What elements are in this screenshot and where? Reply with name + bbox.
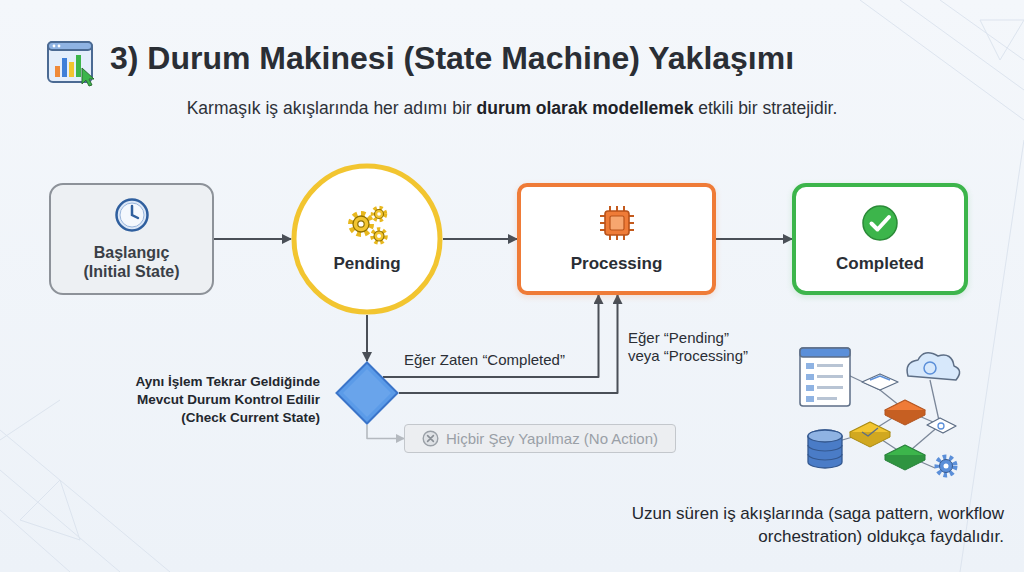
subtitle-text: etkili bir stratejidir. [698,98,837,118]
decision-diamond: Aynı İşlem Tekrar Geldiğinde Mevcut Duru… [335,361,399,425]
subtitle-line: Karmaşık iş akışlarında her adımı birdur… [0,98,1024,119]
check-icon [861,204,899,242]
subtitle-text: durum olarak modellemek [477,98,694,118]
pending-state-circle: Pending [291,163,443,315]
decision-diamond-outline [335,361,399,425]
state-label: Completed [836,254,924,274]
completed-state-box: Completed [792,183,968,295]
decision-label: Aynı İşlem Tekrar Geldiğinde Mevcut Duru… [120,373,320,427]
node-content: Processing [521,187,712,291]
node-content: Completed [796,187,964,291]
flow-arrow [443,238,517,240]
processing-state-box: Processing [517,183,716,295]
flow-arrow [716,238,792,240]
state-label: Başlangıç (Initial State) [74,243,189,281]
clock-icon [114,197,150,233]
state-circle-outline [291,163,443,315]
state-label: Pending [333,254,400,274]
node-content: Başlangıç (Initial State) [51,185,212,293]
cancel-icon [422,430,439,447]
title-icon [48,42,94,86]
caption-text: Uzun süren iş akışlarında (saga pattern,… [609,502,1004,548]
flow-arrow [399,295,618,393]
workflow-illustration [800,348,960,475]
flow-arrow [366,315,368,361]
title-text: 3) Durum Makinesi (State Machine) Yaklaş… [110,40,794,77]
node-content [335,361,399,425]
edge-label: Eğer Zaten “Completed” [404,351,565,369]
state-label: Hiçbir Şey Yapılmaz (No Action) [446,429,658,449]
subtitle-text: Karmaşık iş akışlarında her adımı bir [187,98,472,118]
no-action-box: Hiçbir Şey Yapılmaz (No Action) [404,424,676,453]
node-content: Hiçbir Şey Yapılmaz (No Action) [405,425,675,452]
flow-arrow [214,238,291,240]
initial-state-box: Başlangıç (Initial State) [49,183,214,295]
flow-arrow [367,425,404,439]
chip-icon [598,204,636,242]
edge-label: Eğer “Pending” veya “Processing” [628,329,756,365]
gears-icon [343,204,391,248]
node-content: Pending [291,163,443,315]
flow-arrow [383,295,599,377]
state-label: Processing [571,254,663,274]
